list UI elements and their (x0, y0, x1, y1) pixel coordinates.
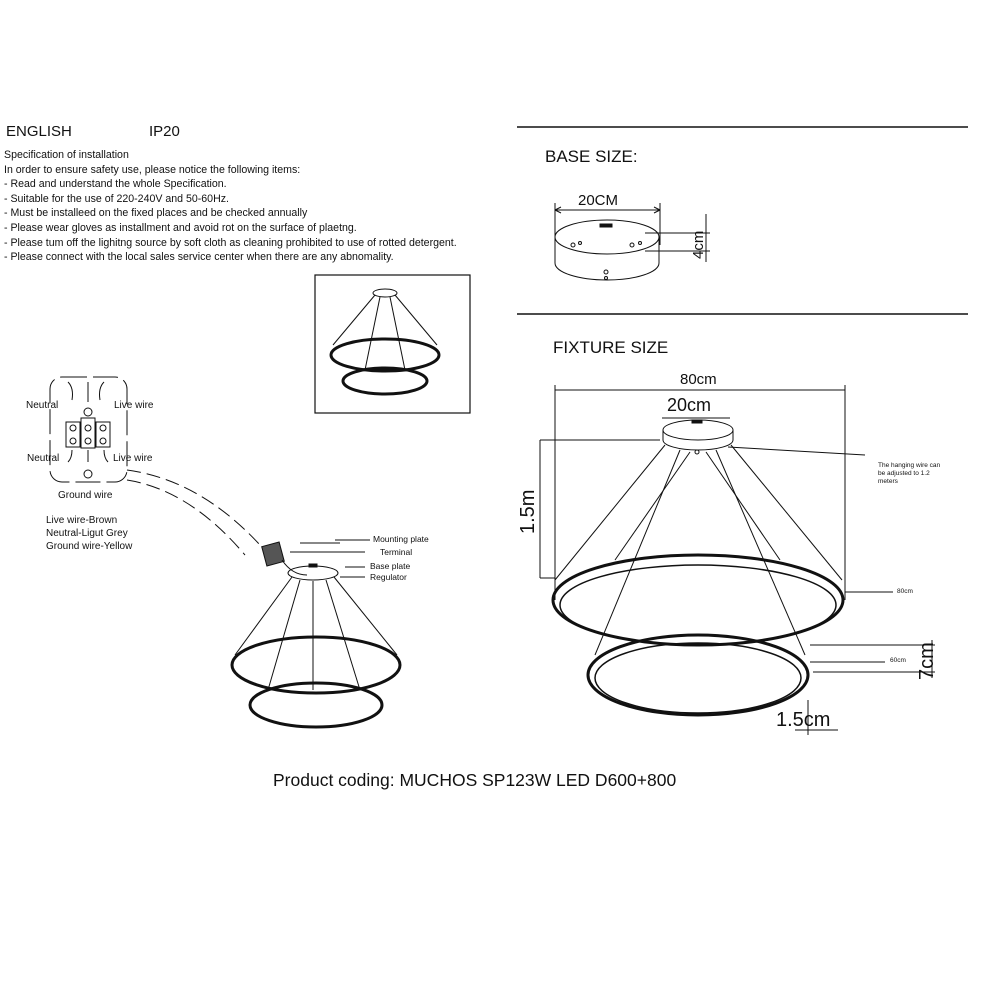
fixture-size-title: FIXTURE SIZE (553, 338, 669, 357)
legend-ground: Ground wire-Yellow (46, 541, 133, 552)
base-height-dimension: 4cm (690, 230, 707, 259)
regulator-label: Regulator (370, 572, 407, 582)
instruction-item: - Suitable for the use of 220-240V and 5… (4, 192, 229, 205)
hang-height-dimension: 1.5m (517, 489, 539, 534)
note-line: be adjusted to 1.2 (878, 470, 930, 477)
legend-neutral: Neutral-Ligut Grey (46, 528, 128, 539)
canopy-width-dimension: 20cm (667, 395, 712, 415)
live-label-top: Live wire (114, 400, 154, 411)
instructions-intro: In order to ensure safety use, please no… (4, 163, 301, 176)
ip-rating: IP20 (149, 123, 180, 140)
neutral-label-bottom: Neutral (27, 453, 60, 464)
fixture-drawing (539, 385, 935, 735)
note-line: The hanging wire can (878, 462, 941, 469)
outer-ring-label: 80cm (897, 588, 913, 595)
legend-live: Live wire-Brown (46, 515, 118, 526)
instructions: Specification of installation In order t… (4, 148, 457, 265)
base-plate-drawing (554, 203, 710, 281)
instruction-item: - Please wear gloves as installment and … (4, 221, 357, 234)
instruction-item: - Read and understand the whole Specific… (4, 178, 227, 191)
overall-width-dimension: 80cm (680, 371, 717, 388)
inner-ring-label: 60cm (890, 657, 906, 664)
language-label: ENGLISH (6, 123, 72, 140)
base-plate-label: Base plate (370, 561, 411, 571)
instruction-item: - Please connect with the local sales se… (4, 251, 394, 264)
assembly-lamp-drawing (230, 539, 402, 729)
wiring-terminal-drawing (49, 376, 261, 556)
mounting-plate-label: Mounting plate (373, 534, 429, 544)
instruction-item: - Please tum off the lighitng source by … (4, 236, 457, 249)
terminal-label: Terminal (380, 547, 413, 557)
note-line: meters (878, 478, 898, 485)
hanging-wire-note: The hanging wire can be adjusted to 1.2 … (878, 462, 940, 486)
base-size-title: BASE SIZE: (545, 147, 638, 166)
thumbnail-lamp (329, 288, 441, 396)
instruction-item: - Must be installeed on the fixed places… (4, 207, 308, 220)
ring-depth-dimension: 1.5cm (776, 709, 831, 731)
base-width-dimension: 20CM (578, 192, 619, 209)
wire-color-legend: Live wire-Brown Neutral-Ligut Grey Groun… (46, 514, 132, 553)
ring-height-dimension: 7cm (916, 642, 938, 680)
product-coding: Product coding: MUCHOS SP123W LED D600+8… (273, 770, 677, 790)
neutral-label-top: Neutral (26, 400, 59, 411)
instructions-title: Specification of installation (4, 149, 129, 161)
live-label-bottom: Live wire (113, 453, 153, 464)
ground-label: Ground wire (58, 490, 113, 501)
thumbnail-frame (314, 274, 471, 414)
